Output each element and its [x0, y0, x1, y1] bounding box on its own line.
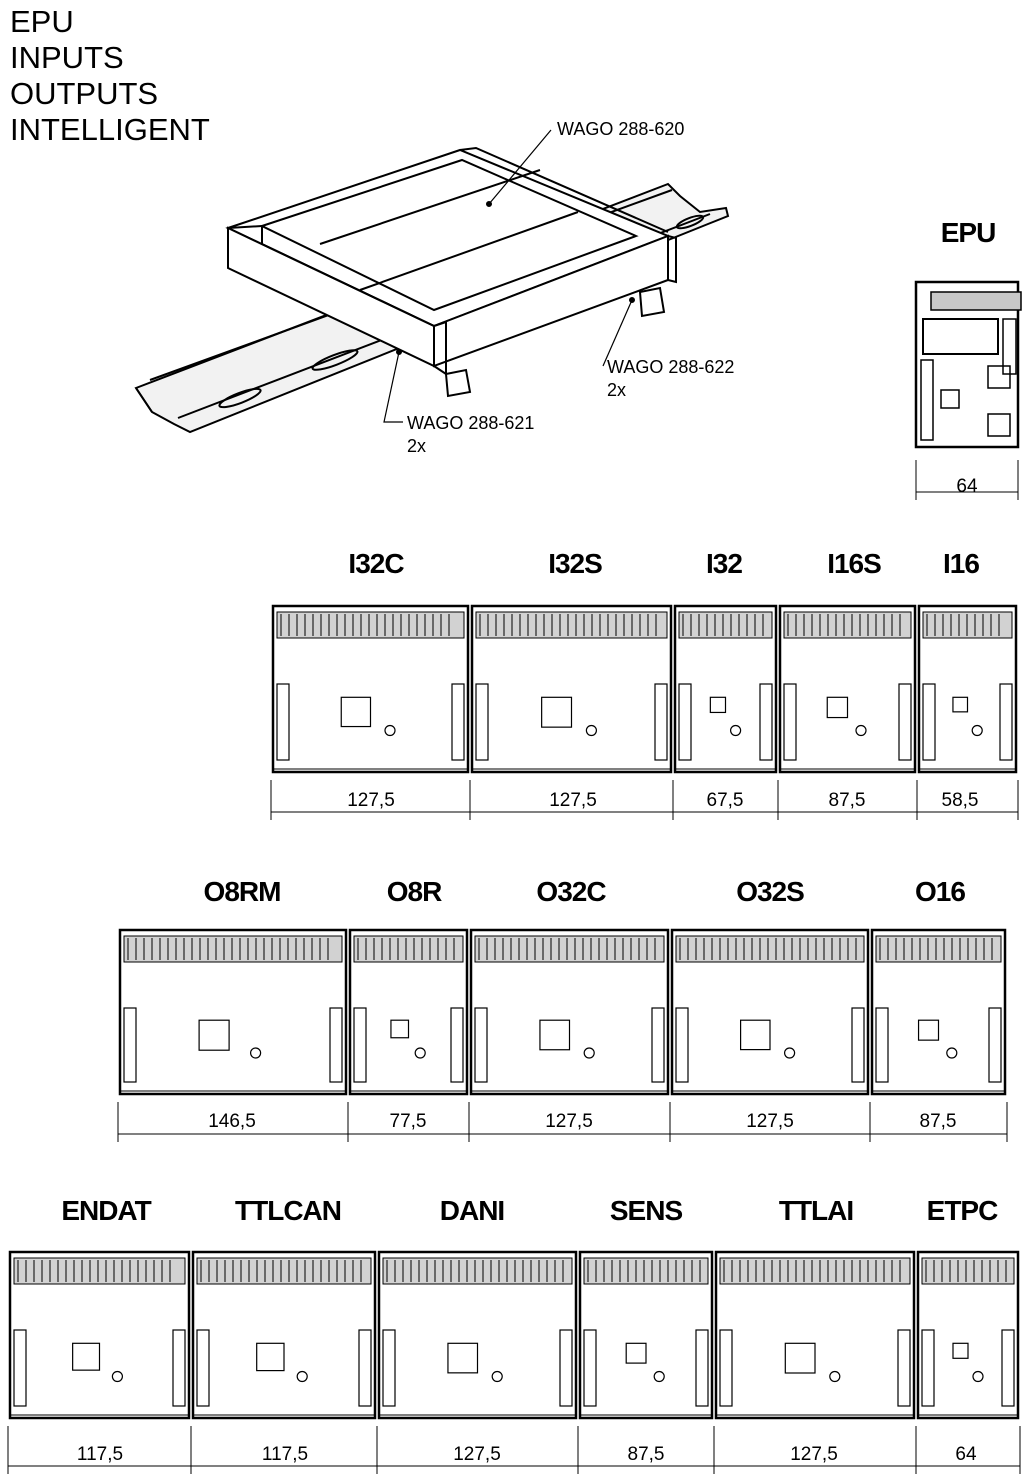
- dimension-i32: 67,5: [706, 790, 744, 811]
- module-title-i16: I16: [943, 548, 980, 579]
- module-housing-o8r: [348, 928, 469, 1096]
- dimension-endat: 117,5: [76, 1444, 124, 1465]
- module-title-o32c: O32C: [536, 876, 606, 907]
- module-housing-o8rm: [118, 928, 348, 1096]
- module-housing-dani: [377, 1250, 578, 1420]
- module-housing-ttlai: [714, 1250, 916, 1420]
- dimension-o8r: 77,5: [389, 1111, 427, 1132]
- module-housing-i16: [917, 604, 1018, 774]
- module-title-i32s: I32S: [548, 548, 603, 579]
- dimension-i16s: 87,5: [828, 790, 866, 811]
- dimension-ttlai: 127,5: [790, 1444, 838, 1465]
- dimension-o8rm: 146,5: [208, 1111, 256, 1132]
- module-housing-ttlcan: [191, 1250, 377, 1420]
- module-title-i32: I32: [706, 548, 743, 579]
- heading-epu: EPU: [10, 4, 74, 39]
- dimension-i32c: 127,5: [347, 790, 395, 811]
- housing-tray: [225, 146, 677, 398]
- module-title-i16s: I16S: [827, 548, 882, 579]
- module-housing-o32s: [670, 928, 870, 1096]
- dimension-sens: 87,5: [627, 1444, 665, 1465]
- module-title-o8r: O8R: [386, 876, 443, 907]
- dimension-line-intelligent: [7, 1426, 1021, 1474]
- module-title-o8rm: O8RM: [203, 876, 282, 907]
- module-title-sens: SENS: [609, 1195, 683, 1226]
- dimension-i32s: 127,5: [549, 790, 597, 811]
- callout-wago-288-622: WAGO 288-622: [607, 357, 735, 377]
- module-housing-endat: [8, 1250, 191, 1420]
- callout-wago-288-622-qty: 2x: [607, 380, 627, 400]
- module-housing-sens: [578, 1250, 714, 1420]
- module-housing-i32: [673, 604, 778, 774]
- module-title-ttlcan: TTLCAN: [235, 1195, 342, 1226]
- module-housing-i32s: [470, 604, 673, 774]
- dimension-o16: 87,5: [919, 1111, 957, 1132]
- module-title-ttlai: TTLAI: [778, 1195, 854, 1226]
- module-housing-i16s: [778, 604, 917, 774]
- module-housing-o32c: [469, 928, 670, 1096]
- dimension-etpc: 64: [955, 1444, 977, 1465]
- dimension-o32c: 127,5: [545, 1111, 593, 1132]
- callout-wago-288-620: WAGO 288-620: [557, 119, 685, 139]
- module-title-endat: ENDAT: [61, 1195, 151, 1226]
- heading-intelligent: INTELLIGENT: [10, 112, 210, 147]
- module-title-dani: DANI: [439, 1195, 505, 1226]
- module-title-o16: O16: [915, 876, 966, 907]
- dimension-line-inputs: [270, 780, 1019, 820]
- callout-wago-288-621: WAGO 288-621: [407, 413, 535, 433]
- dimension-ttlcan: 117,5: [261, 1444, 309, 1465]
- dimension-dani: 127,5: [453, 1444, 501, 1465]
- heading-outputs: OUTPUTS: [10, 76, 159, 111]
- module-title-etpc: ETPC: [926, 1195, 999, 1226]
- heading-inputs: INPUTS: [10, 40, 124, 75]
- dimension-i16: 58,5: [941, 790, 979, 811]
- epu-title: EPU: [940, 217, 997, 248]
- module-title-o32s: O32S: [736, 876, 805, 907]
- callout-wago-288-621-qty: 2x: [407, 436, 427, 456]
- epu-width: 64: [956, 476, 978, 497]
- module-housing-o16: [870, 928, 1007, 1096]
- dimension-line-outputs: [117, 1102, 1008, 1142]
- module-housing-etpc: [916, 1250, 1020, 1420]
- module-title-i32c: I32C: [348, 548, 404, 579]
- module-housing-i32c: [271, 604, 470, 774]
- dimension-o32s: 127,5: [746, 1111, 794, 1132]
